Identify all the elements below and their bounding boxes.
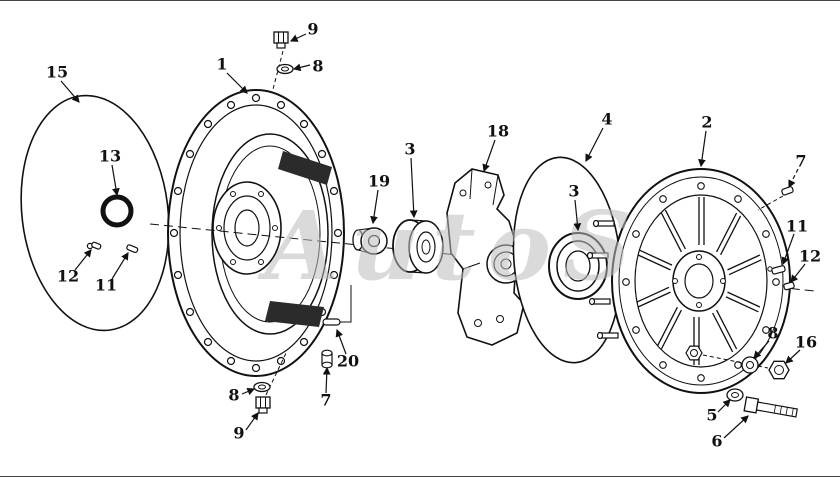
callout-3-left: 3 xyxy=(404,140,415,159)
callout-7-bottom: 7 xyxy=(320,391,331,410)
callout-4: 4 xyxy=(601,110,612,129)
part-washer-5 xyxy=(726,388,744,402)
part-fastener-11-left xyxy=(126,244,139,254)
part-seal-ring-13 xyxy=(100,194,134,228)
callout-1: 1 xyxy=(216,55,227,74)
cover-studs xyxy=(586,219,619,340)
callout-18: 18 xyxy=(487,122,509,141)
part-washer-8-bottom xyxy=(253,350,288,396)
part-bushing-19 xyxy=(352,227,388,255)
callout-7-right: 7 xyxy=(795,152,806,171)
callout-20: 20 xyxy=(337,352,359,371)
callout-16: 16 xyxy=(795,333,817,352)
callout-8-top: 8 xyxy=(312,57,323,76)
cover-bolt-holes xyxy=(622,182,780,382)
housing-slot-bottom xyxy=(265,301,324,327)
leader-lines xyxy=(60,33,806,439)
callout-5: 5 xyxy=(706,406,717,425)
callout-8-right: 8 xyxy=(767,324,778,343)
part-gasket-15 xyxy=(20,94,170,332)
callout-3-right: 3 xyxy=(568,182,579,201)
part-fastener-12-left xyxy=(86,241,102,250)
callout-19: 19 xyxy=(368,172,390,191)
part-pin-12-right xyxy=(783,281,795,291)
watermark-text: AutoS xyxy=(257,191,644,302)
callout-6: 6 xyxy=(711,432,722,451)
part-bolt-9-bottom xyxy=(255,396,271,414)
callout-11-right: 11 xyxy=(786,217,808,236)
callout-12-left: 12 xyxy=(57,267,79,286)
part-pin-20 xyxy=(322,318,341,326)
callout-9-top: 9 xyxy=(307,20,318,39)
part-bearing-3-right xyxy=(548,232,608,300)
cover-hex-boss xyxy=(685,345,703,361)
part-pin-7-right xyxy=(757,186,794,211)
part-plug-16 xyxy=(768,360,790,380)
callout-13: 13 xyxy=(99,147,121,166)
callout-9-bottom: 9 xyxy=(233,424,244,443)
callout-12-right: 12 xyxy=(799,247,821,266)
callout-15: 15 xyxy=(46,63,68,82)
part-housing-1 xyxy=(167,89,352,377)
part-bushing-7-bottom xyxy=(321,349,333,369)
callout-8-bottom: 8 xyxy=(228,386,239,405)
callout-11-left: 11 xyxy=(95,276,117,295)
part-washer-8-top xyxy=(276,63,294,75)
cover-ribs xyxy=(636,197,762,365)
part-washer-8-right xyxy=(702,354,769,374)
part-fastener-11-right xyxy=(767,265,786,275)
hub-bolt-holes xyxy=(216,191,278,265)
part-bolt-6 xyxy=(743,396,798,418)
cover-hub-holes xyxy=(672,254,726,308)
housing-bolt-holes xyxy=(169,93,343,373)
callout-2: 2 xyxy=(701,113,712,132)
housing-slot-top xyxy=(278,151,332,185)
part-bolt-9-top xyxy=(271,31,289,94)
part-cover-2 xyxy=(586,168,791,394)
part-bearing-3-left xyxy=(392,219,444,274)
